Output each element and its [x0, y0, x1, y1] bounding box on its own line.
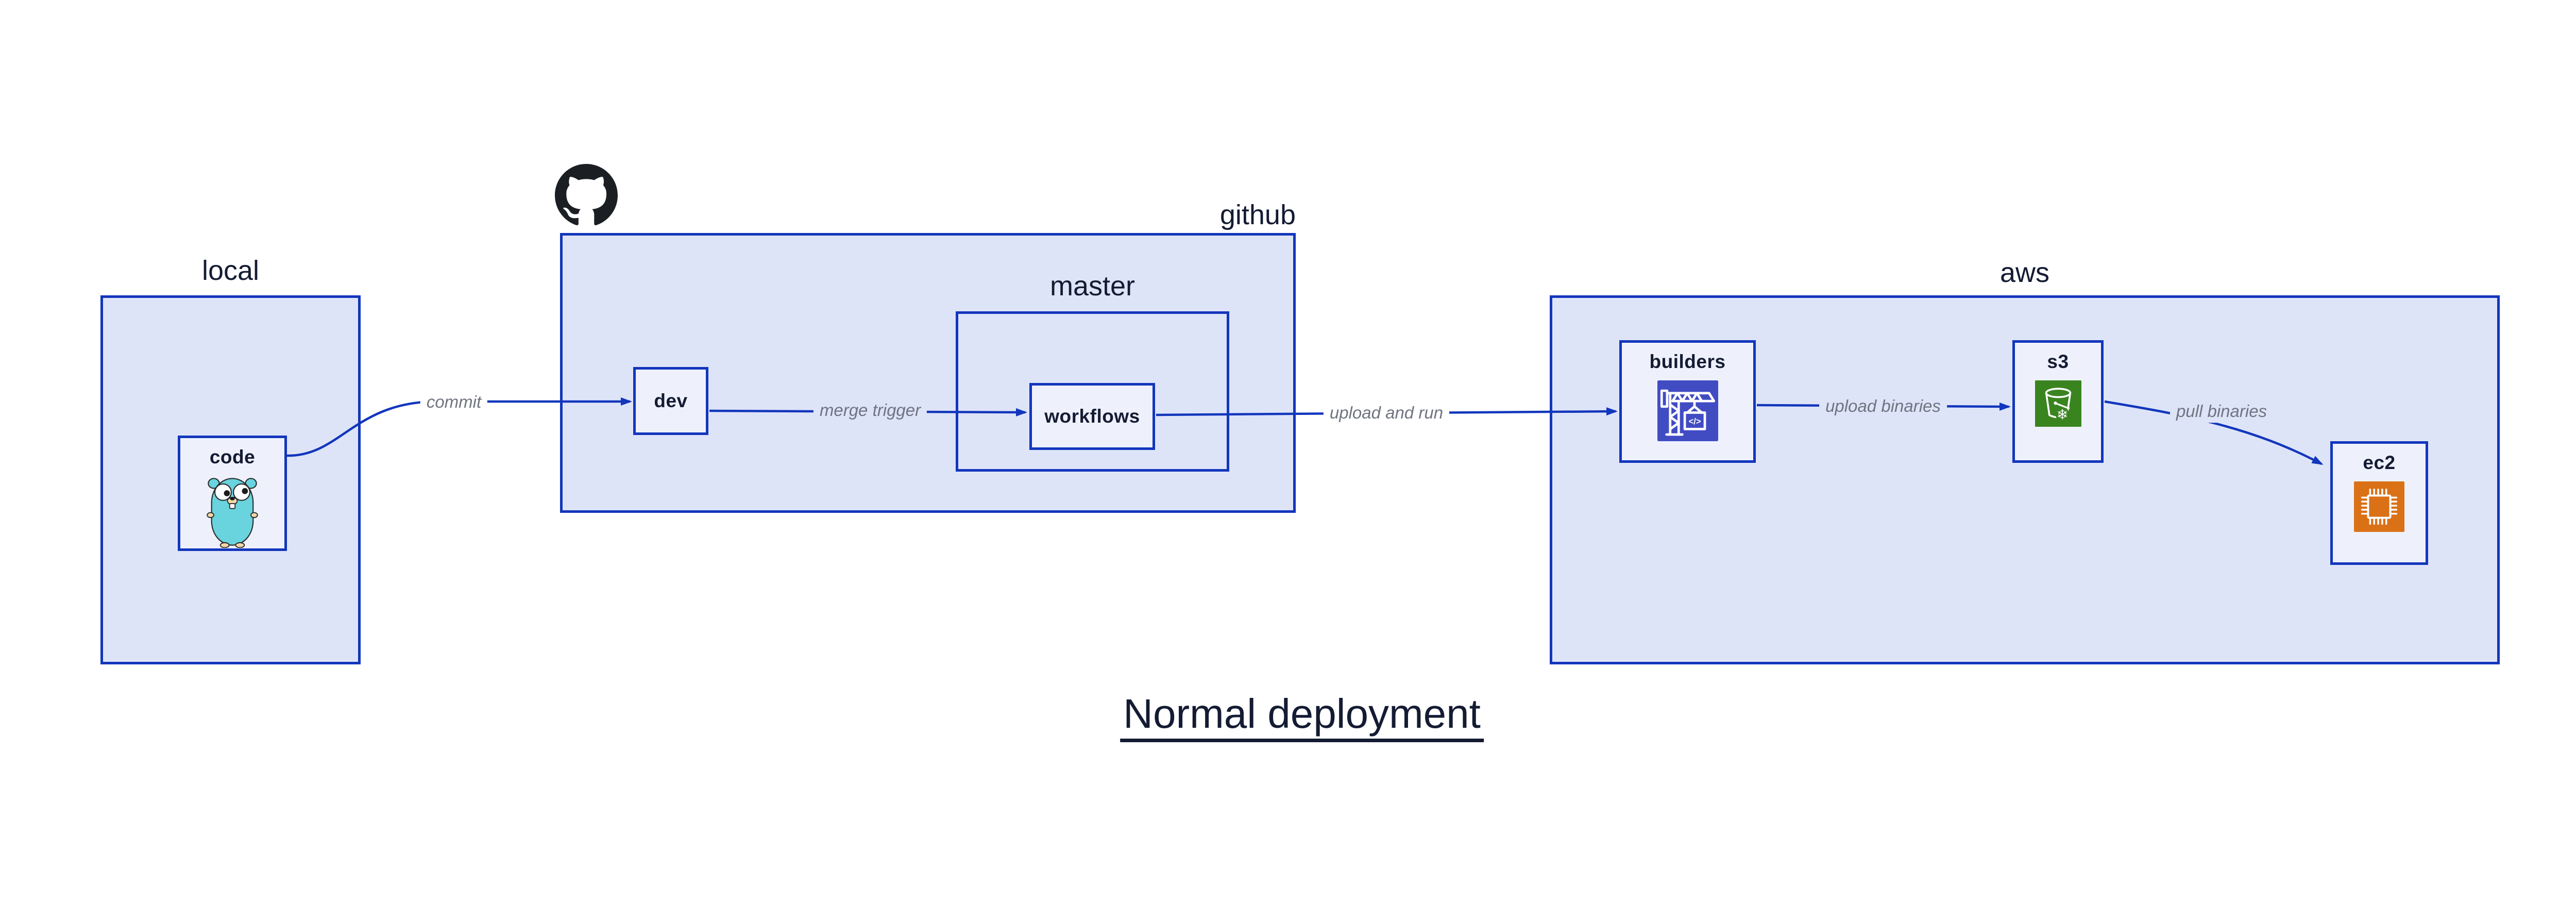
master-container-label: master — [1049, 271, 1136, 302]
ec2-chip-icon — [2354, 481, 2404, 532]
edge-label-commit: commit — [420, 391, 488, 413]
local-container-label: local — [201, 255, 260, 286]
aws-container-label: aws — [1999, 257, 2050, 288]
builders-node-label: builders — [1649, 351, 1726, 372]
node-dev: dev — [633, 367, 708, 435]
node-builders: builders </> — [1619, 340, 1756, 463]
node-ec2: ec2 — [2330, 441, 2428, 565]
node-s3: s3 ❄ — [2012, 340, 2104, 463]
codebuild-crane-icon: </> — [1657, 380, 1718, 441]
code-node-label: code — [209, 446, 256, 467]
s3-node-label: s3 — [2047, 351, 2069, 372]
edge-label-merge-trigger: merge trigger — [813, 399, 927, 422]
ec2-node-label: ec2 — [2363, 452, 2396, 473]
diagram-title: Normal deployment — [1120, 693, 1484, 742]
node-code: code — [178, 436, 287, 551]
node-workflows: workflows — [1029, 383, 1155, 450]
github-octocat-icon — [555, 164, 618, 225]
go-gopher-icon — [207, 477, 258, 548]
codebuild-code-glyph: </> — [1688, 417, 1701, 426]
edge-label-upload-and-run: upload and run — [1323, 402, 1450, 424]
workflows-node-label: workflows — [1044, 405, 1140, 427]
dev-node-label: dev — [654, 390, 688, 411]
github-container-label: github — [1219, 199, 1296, 230]
s3-snowflake-glyph: ❄ — [2056, 407, 2068, 423]
s3-bucket-icon: ❄ — [2035, 380, 2081, 427]
edge-label-upload-binaries: upload binaries — [1819, 395, 1947, 417]
edge-label-pull-binaries: pull binaries — [2170, 400, 2274, 423]
